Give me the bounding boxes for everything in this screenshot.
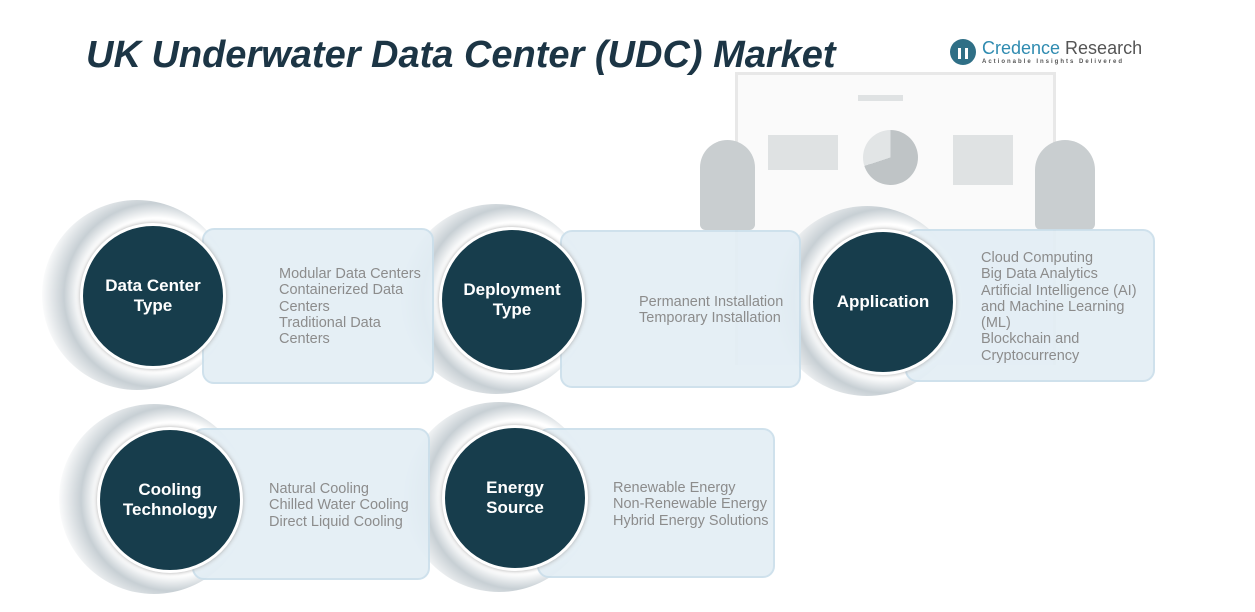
segment-item: Natural Cooling [269,481,369,497]
segment-circle: Cooling Technology [97,427,243,573]
segment-label: Data Center Type [105,276,201,315]
segment-circle: Data Center Type [80,223,226,369]
segment-circle: Energy Source [442,425,588,571]
segment-item: Direct Liquid Cooling [269,513,403,530]
logo-tagline: Actionable Insights Delivered [982,59,1125,65]
page-title: UK Underwater Data Center (UDC) Market [86,34,836,76]
logo-name: Research [1060,38,1143,58]
segment-box [560,230,801,388]
credence-logo: Credence Research Actionable Insights De… [950,38,1142,65]
segment-item: Containerized Data Centers [279,282,404,315]
logo-icon [950,38,976,65]
segment-label: Energy Source [486,478,544,517]
segment-item: Renewable Energy [613,480,736,496]
logo-name: Credence [982,38,1061,58]
segment-item: Hybrid Energy Solutions [613,512,769,529]
segment-label: Application [836,292,930,311]
segment-item: Permanent Installation [639,294,784,310]
segment-box [202,228,434,384]
segment-item: Modular Data Centers [279,266,421,282]
person-illustration [700,140,755,230]
segment-label: Cooling Technology [122,480,218,519]
segment-item: Artificial Intelligence (AI) and Machine… [981,282,1137,332]
chart-graphic [953,135,1013,185]
segment-label: Deployment Type [463,280,561,319]
chart-graphic [858,95,903,101]
chart-graphic [768,135,838,170]
person-illustration [1035,140,1095,230]
segment-item: Blockchain and Cryptocurrency [981,331,1080,364]
pie-chart-graphic [863,130,918,185]
segment-circle: Application [810,229,956,375]
segment-item: Cloud Computing [981,250,1094,266]
segment-item: Temporary Installation [639,310,781,327]
segment-circle: Deployment Type [439,227,585,373]
segment-item: Chilled Water Cooling [269,497,409,514]
segment-item: Non-Renewable Energy [613,496,767,513]
segment-item: Traditional Data Centers [279,314,381,348]
segment-item: Big Data Analytics [981,266,1098,283]
